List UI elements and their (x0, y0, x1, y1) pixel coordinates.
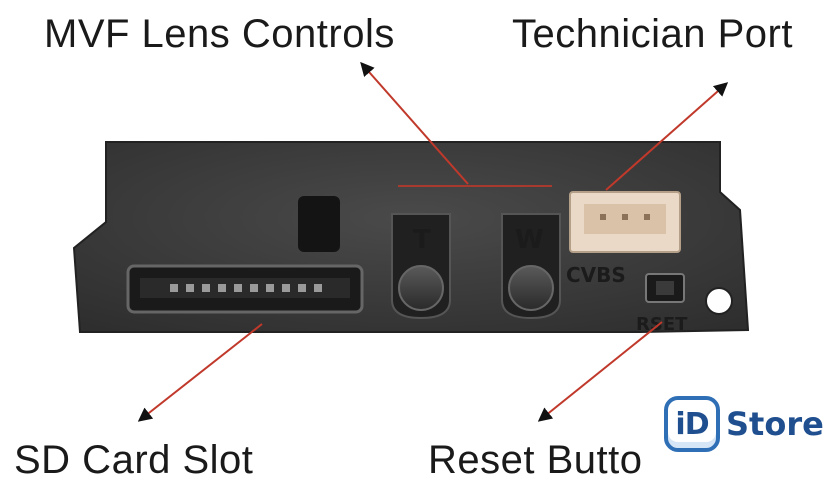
brand-mark-text: iD (675, 406, 709, 442)
tele-marking: T (413, 225, 431, 255)
wide-button[interactable] (501, 213, 561, 320)
brand-logo: iD Store (664, 393, 824, 455)
technician-port-arrow (605, 82, 729, 191)
reset-button-arrow (537, 321, 663, 422)
mounting-hole (705, 287, 733, 315)
wide-marking: W (515, 225, 544, 255)
brand-word: Store (726, 405, 824, 443)
brand-mark-icon: iD (664, 396, 720, 452)
reset-button[interactable] (645, 273, 685, 303)
sd-card-slot[interactable] (126, 264, 364, 314)
sensor-window (298, 196, 340, 252)
mvf-lens-controls-arrow (360, 61, 469, 185)
sd-card-contacts (170, 284, 322, 292)
mvf-lens-controls-label: MVF Lens Controls (44, 12, 395, 56)
sd-card-slot-label: SD Card Slot (14, 438, 254, 482)
technician-port-connector[interactable] (569, 191, 681, 253)
reset-button-label: Reset Butto (428, 438, 643, 482)
cvbs-marking: CVBS (566, 263, 626, 287)
technician-port-label: Technician Port (512, 12, 793, 56)
reset-marking: RSET (636, 314, 688, 335)
sd-card-slot-arrow (137, 323, 263, 422)
tele-button[interactable] (391, 213, 451, 320)
